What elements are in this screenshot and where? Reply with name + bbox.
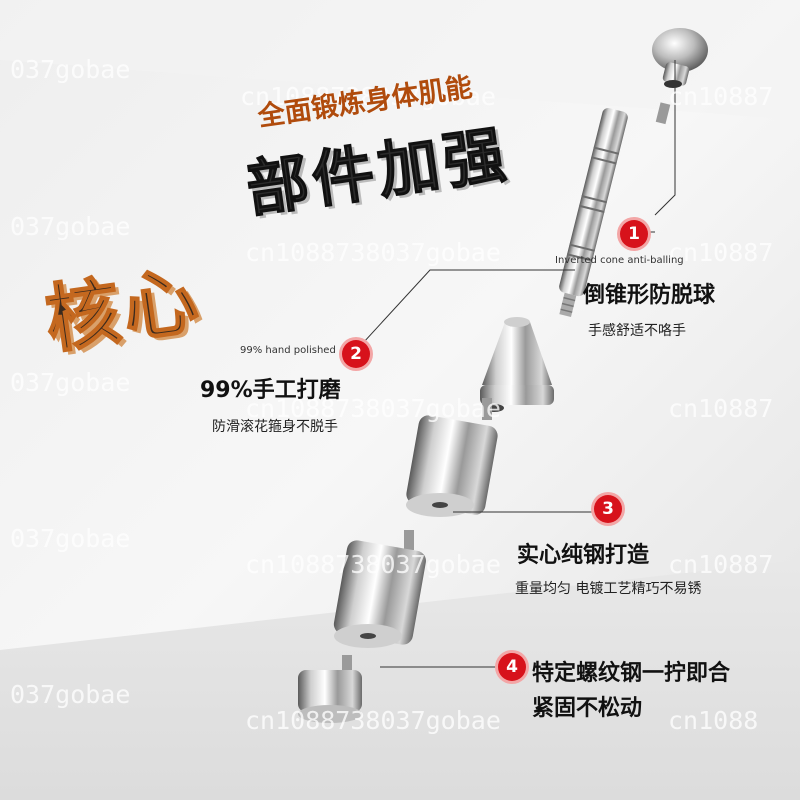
watermark: cn1088738037gobae <box>245 394 501 423</box>
feature-1-title: 倒锥形防脱球 <box>583 283 716 308</box>
watermark: cn10887 <box>668 550 774 579</box>
watermark: cn10887 <box>668 82 774 111</box>
watermark: cn1088738037gobae <box>245 706 501 735</box>
feature-2-subtitle: 防滑滚花箍身不脱手 <box>212 419 338 435</box>
weight-cylinder-2 <box>333 530 426 648</box>
headline-title-main: 核心 <box>39 256 207 365</box>
watermark: cn1088738037gobae <box>245 550 501 579</box>
watermark: cn1088738037gobae <box>240 82 496 111</box>
weight-cylinder-1 <box>406 398 498 517</box>
watermark: 037gobae <box>10 524 131 553</box>
feature-1-badge: 1 <box>620 220 648 248</box>
feature-2-title: 99%手工打磨 <box>200 378 341 403</box>
feature-1-subtitle: 手感舒适不咯手 <box>588 323 686 339</box>
watermark: cn10887 <box>668 238 774 267</box>
feature-3-title: 实心纯钢打造 <box>517 543 650 568</box>
watermark: 037gobae <box>10 212 131 241</box>
feature-4-title: 特定螺纹钢一拧即合 <box>532 661 731 686</box>
feature-4-title-line2: 紧固不松动 <box>532 696 643 721</box>
ball-knob <box>652 28 708 88</box>
long-rod <box>559 102 671 318</box>
feature-1-english: Inverted cone anti-balling <box>555 255 684 266</box>
feature-3-subtitle: 重量均匀 电镀工艺精巧不易锈 <box>515 581 702 597</box>
cone-piece <box>480 317 554 412</box>
watermark: 037gobae <box>10 55 131 84</box>
watermark: 037gobae <box>10 680 131 709</box>
end-cap-piece <box>298 655 362 723</box>
watermark: cn1088 <box>668 706 759 735</box>
feature-2-english: 99% hand polished <box>240 345 336 356</box>
watermark: 037gobae <box>10 368 131 397</box>
watermark: cn1088738037gobae <box>245 238 501 267</box>
watermark: cn10887 <box>668 394 774 423</box>
feature-2-badge: 2 <box>342 340 370 368</box>
feature-3-badge: 3 <box>594 495 622 523</box>
feature-4-badge: 4 <box>498 653 526 681</box>
